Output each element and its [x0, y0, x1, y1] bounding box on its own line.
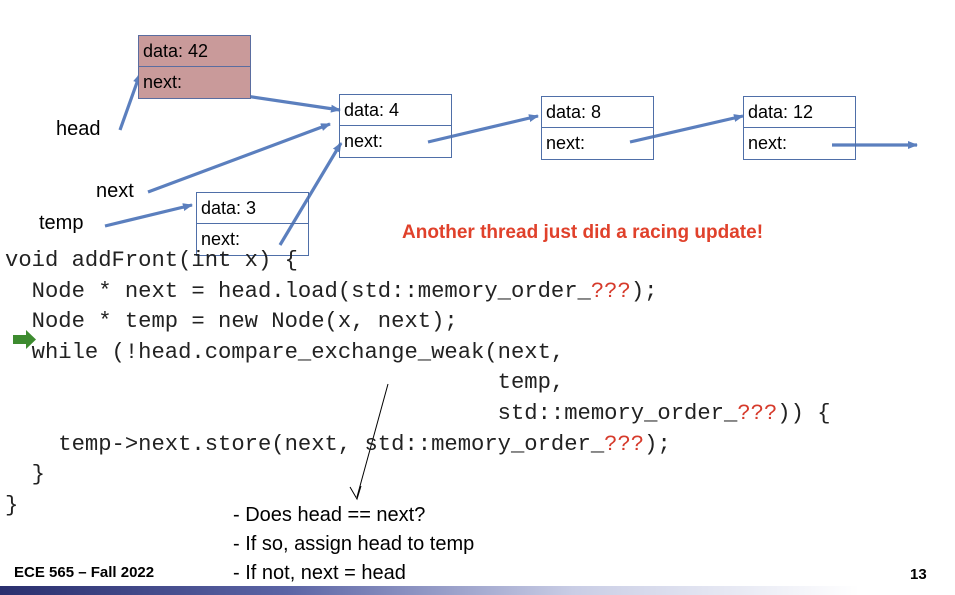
node-next-field: next:: [201, 229, 241, 249]
explanation-item: - If not, next = head: [233, 562, 406, 584]
code-line-current: Node * temp = new Node(x, next);: [5, 309, 458, 335]
list-node-12: data: 12 next:: [743, 96, 856, 160]
node-next-field: next:: [143, 72, 183, 92]
list-node-4: data: 4 next:: [339, 94, 452, 158]
code-line: std::memory_order_: [5, 400, 738, 426]
code-line-tail: )) {: [777, 400, 831, 426]
temp-to-node3-arrow: [104, 203, 193, 228]
next-pointer-label: next: [96, 180, 134, 202]
code-line: Node * next = head.load(std::memory_orde…: [5, 278, 591, 304]
annotation-pointer-arrowhead: [349, 485, 362, 501]
node-next-field: next:: [748, 133, 788, 153]
code-block: void addFront(int x) { Node * next = hea…: [5, 246, 831, 521]
code-placeholder: ???: [737, 400, 778, 426]
next-label-to-node4-arrow: [147, 122, 331, 194]
cas-explanation: - Does head == next? - If so, assign hea…: [233, 501, 474, 588]
code-placeholder: ???: [604, 431, 645, 457]
code-line: temp->next.store(next, std::memory_order…: [5, 431, 605, 457]
node-data-field: data: 3: [197, 193, 308, 224]
current-line-arrow-icon: [13, 330, 36, 349]
code-line-tail: );: [644, 431, 671, 457]
head-to-node42-arrow: [118, 73, 142, 131]
racing-update-alert: Another thread just did a racing update!: [402, 222, 764, 243]
node-next-field: next:: [344, 131, 384, 151]
node3-next-to-node4-arrow: [278, 142, 343, 246]
list-node-3: data: 3 next:: [196, 192, 309, 256]
list-node-42: data: 42 next:: [138, 35, 251, 99]
node8-next-to-node12-arrow: [629, 114, 744, 144]
course-footer: ECE 565 – Fall 2022: [14, 564, 155, 581]
node-next-field: next:: [546, 133, 586, 153]
node-data-field: data: 4: [340, 95, 451, 126]
node-data-field: data: 8: [542, 97, 653, 128]
code-line: }: [5, 492, 19, 518]
explanation-item: - Does head == next?: [233, 504, 426, 526]
code-line: void addFront(int x) {: [5, 248, 298, 273]
node-data-field: data: 12: [744, 97, 855, 128]
explanation-item: - If so, assign head to temp: [233, 533, 475, 555]
page-number: 13: [910, 566, 927, 583]
temp-pointer-label: temp: [39, 212, 84, 234]
code-line: }: [5, 462, 45, 488]
code-line: while (!head.compare_exchange_weak(next,: [5, 339, 565, 365]
node4-next-to-node8-arrow: [427, 114, 539, 144]
annotation-pointer-line: [356, 383, 389, 498]
node-data-field: data: 42: [139, 36, 250, 67]
list-node-8: data: 8 next:: [541, 96, 654, 160]
code-line-tail: );: [630, 278, 658, 304]
code-placeholder: ???: [590, 278, 631, 304]
code-line: temp,: [5, 370, 565, 396]
head-pointer-label: head: [56, 118, 101, 140]
footer-gradient-bar: [0, 586, 955, 595]
